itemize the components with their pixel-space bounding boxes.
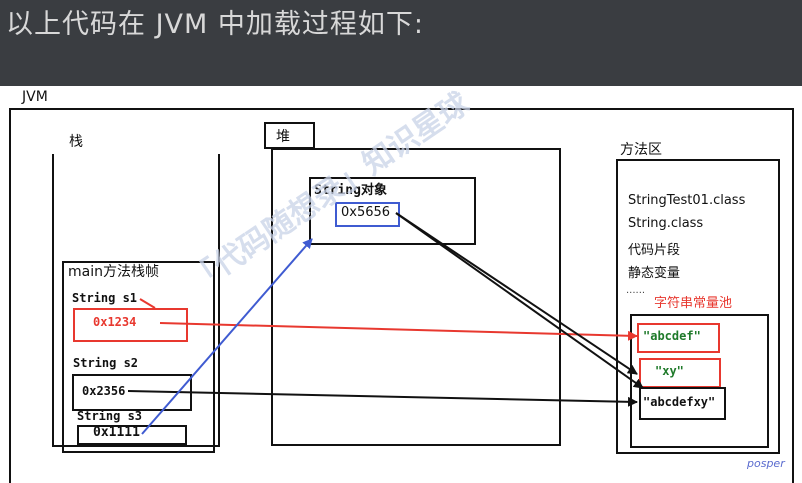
arrow-s2-to-abcdefxy	[127, 390, 638, 407]
pool-entry-abcdefxy: "abcdefxy"	[643, 395, 716, 409]
method-area-label: 方法区	[620, 142, 662, 158]
string-object-label: String对象	[314, 183, 387, 198]
var-s3-value: 0x1111	[93, 425, 140, 440]
var-s1-value: 0x1234	[93, 315, 137, 329]
heap-region	[271, 148, 561, 446]
var-s3-box	[77, 425, 187, 445]
method-area-item: 代码片段	[628, 243, 681, 258]
heap-label-box	[264, 122, 315, 149]
arrow-heap-to-abcdefxy-a	[395, 212, 638, 375]
string-object-box	[309, 177, 476, 245]
stack-column	[52, 154, 220, 447]
header-bar: 以上代码在 JVM 中加载过程如下:	[0, 0, 802, 86]
string-pool-label: 字符串常量池	[654, 296, 733, 311]
pool-entry-abcdef-box	[637, 323, 720, 353]
pool-entry-abcdef: "abcdef"	[643, 329, 701, 343]
signature: posper	[747, 457, 785, 470]
method-area-item: 静态变量	[628, 266, 681, 281]
page-title: 以上代码在 JVM 中加载过程如下:	[6, 9, 424, 40]
arrow-heap-to-abcdefxy-b	[395, 212, 644, 389]
var-s2-name: String s2	[73, 356, 139, 370]
var-s2-value: 0x2356	[82, 384, 126, 398]
var-s1-name: String s1	[72, 291, 138, 305]
var-s3-name: String s3	[77, 409, 143, 423]
jvm-label: JVM	[22, 89, 48, 105]
pool-entry-abcdefxy-box	[639, 387, 726, 420]
arrow-s3-to-heap-object	[141, 238, 313, 435]
method-area	[616, 159, 780, 454]
s1-connector	[139, 298, 156, 309]
main-stack-frame	[62, 261, 215, 453]
pool-entry-xy: "xy"	[655, 364, 684, 378]
string-pool-box	[630, 314, 769, 448]
method-area-item: String.class	[628, 216, 704, 231]
jvm-frame	[9, 108, 794, 483]
string-object-address: 0x5656	[341, 205, 391, 220]
method-area-item: StringTest01.class	[628, 193, 746, 208]
arrow-s1-to-abcdef	[159, 322, 638, 341]
arrow-layer	[127, 212, 644, 435]
stack-label: 栈	[69, 134, 83, 150]
main-frame-label: main方法栈帧	[68, 264, 159, 280]
heap-label: 堆	[276, 129, 290, 145]
jvm-diagram: JVM 栈 main方法栈帧 String s1 0x1234 String s…	[0, 86, 802, 483]
var-s1-box	[73, 308, 188, 342]
pool-prefix: ······	[626, 288, 646, 299]
